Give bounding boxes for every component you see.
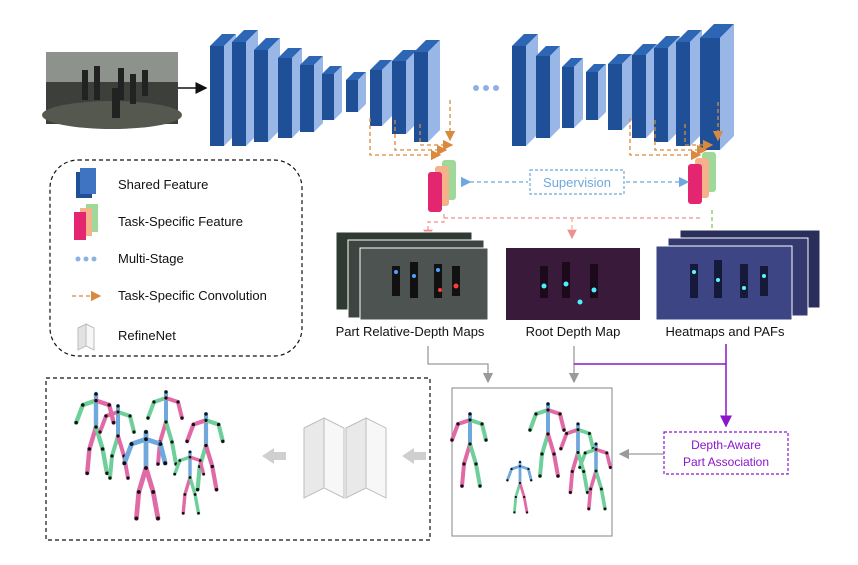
initial-3d-pose-panel — [451, 387, 613, 537]
shared-feature-backbone — [210, 24, 734, 150]
supervision-label: Supervision — [543, 175, 611, 190]
association-label-line2: Part Association — [683, 455, 769, 469]
shared-feature-block — [586, 64, 606, 120]
task-specific-feature-stage1 — [428, 160, 456, 212]
supervision-link: Supervision — [460, 169, 690, 195]
shared-feature-block — [632, 44, 657, 138]
shared-feature-block — [512, 34, 538, 146]
multi-stage-dots-icon — [75, 256, 97, 262]
skeleton — [172, 450, 206, 515]
association-label-line1: Depth-Aware — [691, 438, 761, 452]
skeleton — [528, 402, 566, 478]
shared-feature-block — [676, 30, 702, 146]
shared-feature-block — [392, 50, 417, 134]
root-depth-label: Root Depth Map — [526, 324, 621, 339]
skeleton — [450, 412, 488, 488]
refinenet-block-icon — [303, 417, 387, 499]
shared-feature-block — [536, 46, 560, 138]
part-relative-depth-maps — [335, 231, 489, 321]
refined-3d-poses — [73, 390, 225, 521]
skeleton — [185, 411, 225, 492]
shared-feature-block — [700, 24, 734, 150]
refine-input-arrow-icon — [402, 448, 426, 464]
shared-feature-block — [278, 48, 302, 138]
skeleton — [505, 460, 533, 514]
task-feature-layer — [428, 172, 442, 212]
shared-feature-block — [300, 56, 323, 132]
legend-multi-stage: Multi-Stage — [118, 251, 184, 266]
skeleton — [559, 422, 596, 495]
skeleton — [73, 391, 116, 476]
skeleton — [577, 442, 613, 511]
legend: Shared Feature Task-Specific Feature Mul… — [49, 159, 303, 357]
refine-output-arrow-icon — [262, 448, 286, 464]
refinenet-legend-icon — [77, 323, 95, 351]
shared-feature-block — [608, 54, 632, 130]
legend-shared-feature: Shared Feature — [118, 177, 208, 192]
shared-feature-block-icon — [76, 168, 96, 198]
shared-feature-block — [322, 66, 342, 120]
skeleton — [122, 429, 168, 521]
legend-task-specific-feature: Task-Specific Feature — [118, 214, 243, 229]
input-image — [42, 52, 208, 129]
root-depth-map — [506, 248, 640, 320]
task-feature-layer — [688, 164, 702, 204]
multi-stage-dots — [473, 85, 499, 91]
skeleton — [98, 404, 136, 480]
shared-feature-block — [346, 72, 366, 112]
depth-aware-part-association-box: Depth-Aware Part Association — [663, 431, 789, 475]
legend-refinenet: RefineNet — [118, 328, 176, 343]
association-arrows — [574, 344, 732, 428]
heatmaps-pafs-label: Heatmaps and PAFs — [666, 324, 785, 339]
shared-feature-block — [562, 58, 583, 128]
shared-feature-block — [254, 38, 280, 142]
refined-3d-pose-panel — [45, 377, 431, 541]
task-specific-feature-block-icon — [74, 204, 98, 240]
shared-feature-block — [370, 60, 392, 126]
heatmaps-and-pafs — [655, 229, 821, 321]
task-specific-feature-stage2 — [688, 152, 716, 204]
part-relative-depth-label: Part Relative-Depth Maps — [336, 324, 485, 339]
refinenet-blocks — [262, 417, 426, 499]
initial-3d-poses — [450, 402, 613, 514]
skeleton — [146, 390, 184, 466]
task-specific-convolution-arrows — [369, 100, 724, 161]
shared-feature-block — [414, 40, 440, 142]
legend-task-specific-convolution: Task-Specific Convolution — [118, 288, 267, 303]
